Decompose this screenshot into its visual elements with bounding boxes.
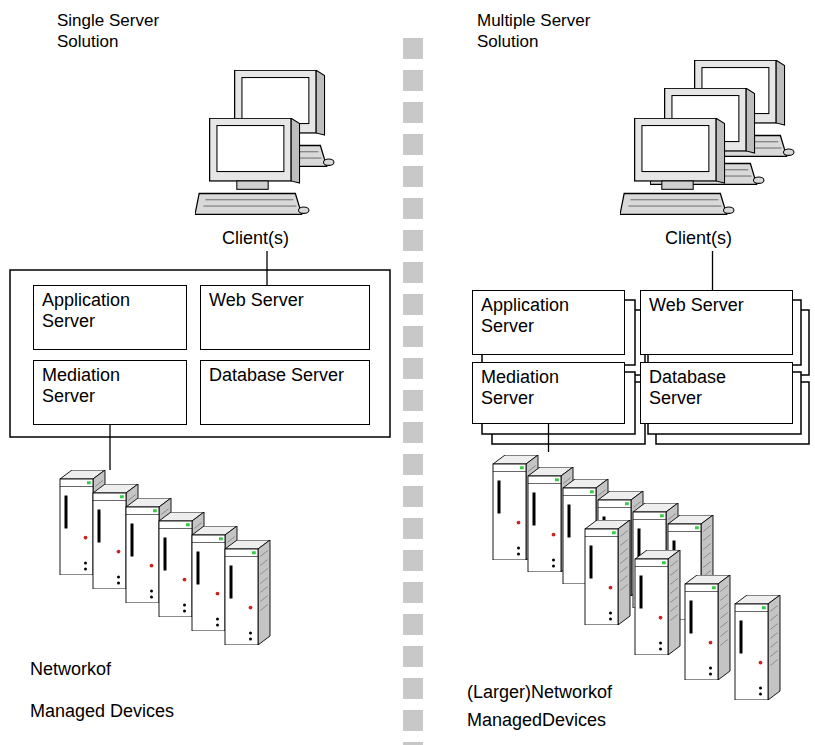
- device-network: Networkof Managed Devices: [28, 470, 293, 736]
- server-box: Database Server: [640, 362, 793, 424]
- connector-line: [109, 425, 110, 470]
- client-computers: [195, 60, 794, 214]
- section-title: Single Server Solution: [57, 10, 182, 52]
- server-enclosure: [10, 270, 390, 437]
- server-box: Application Server: [472, 290, 625, 355]
- server-box: Application Server: [33, 285, 187, 350]
- server-name: Web Server: [649, 295, 784, 316]
- server-box: Web Server: [640, 290, 793, 355]
- server-name: Mediation Server: [42, 365, 178, 407]
- server-name: Web Server: [209, 290, 361, 311]
- server-box: Web Server: [200, 285, 370, 350]
- connector-line: [548, 424, 549, 452]
- divider: [403, 38, 423, 745]
- client-group: Client(s): [665, 228, 760, 251]
- group-label: (Larger)Networkof ManagedDevices: [467, 678, 637, 734]
- server-name: Application Server: [42, 290, 178, 332]
- device-network: (Larger)Networkof ManagedDevices: [465, 452, 795, 738]
- group-label: Client(s): [222, 228, 312, 249]
- client-group: Client(s): [222, 228, 312, 251]
- managed-devices: [60, 470, 270, 645]
- connector-line: [712, 251, 713, 290]
- server-box: Mediation Server: [472, 362, 625, 424]
- group-label: Networkof Managed Devices: [30, 648, 180, 732]
- server-name: Database Server: [649, 367, 784, 409]
- server-name: Application Server: [481, 295, 616, 337]
- group-label: Client(s): [665, 228, 760, 249]
- connector-line: [266, 251, 267, 285]
- larger-managed-devices: [493, 455, 780, 700]
- server-box: Database Server: [200, 360, 370, 425]
- section-title: Multiple Server Solution: [477, 10, 612, 52]
- server-name: Database Server: [209, 365, 361, 386]
- server-box: Mediation Server: [33, 360, 187, 425]
- server-name: Mediation Server: [481, 367, 616, 409]
